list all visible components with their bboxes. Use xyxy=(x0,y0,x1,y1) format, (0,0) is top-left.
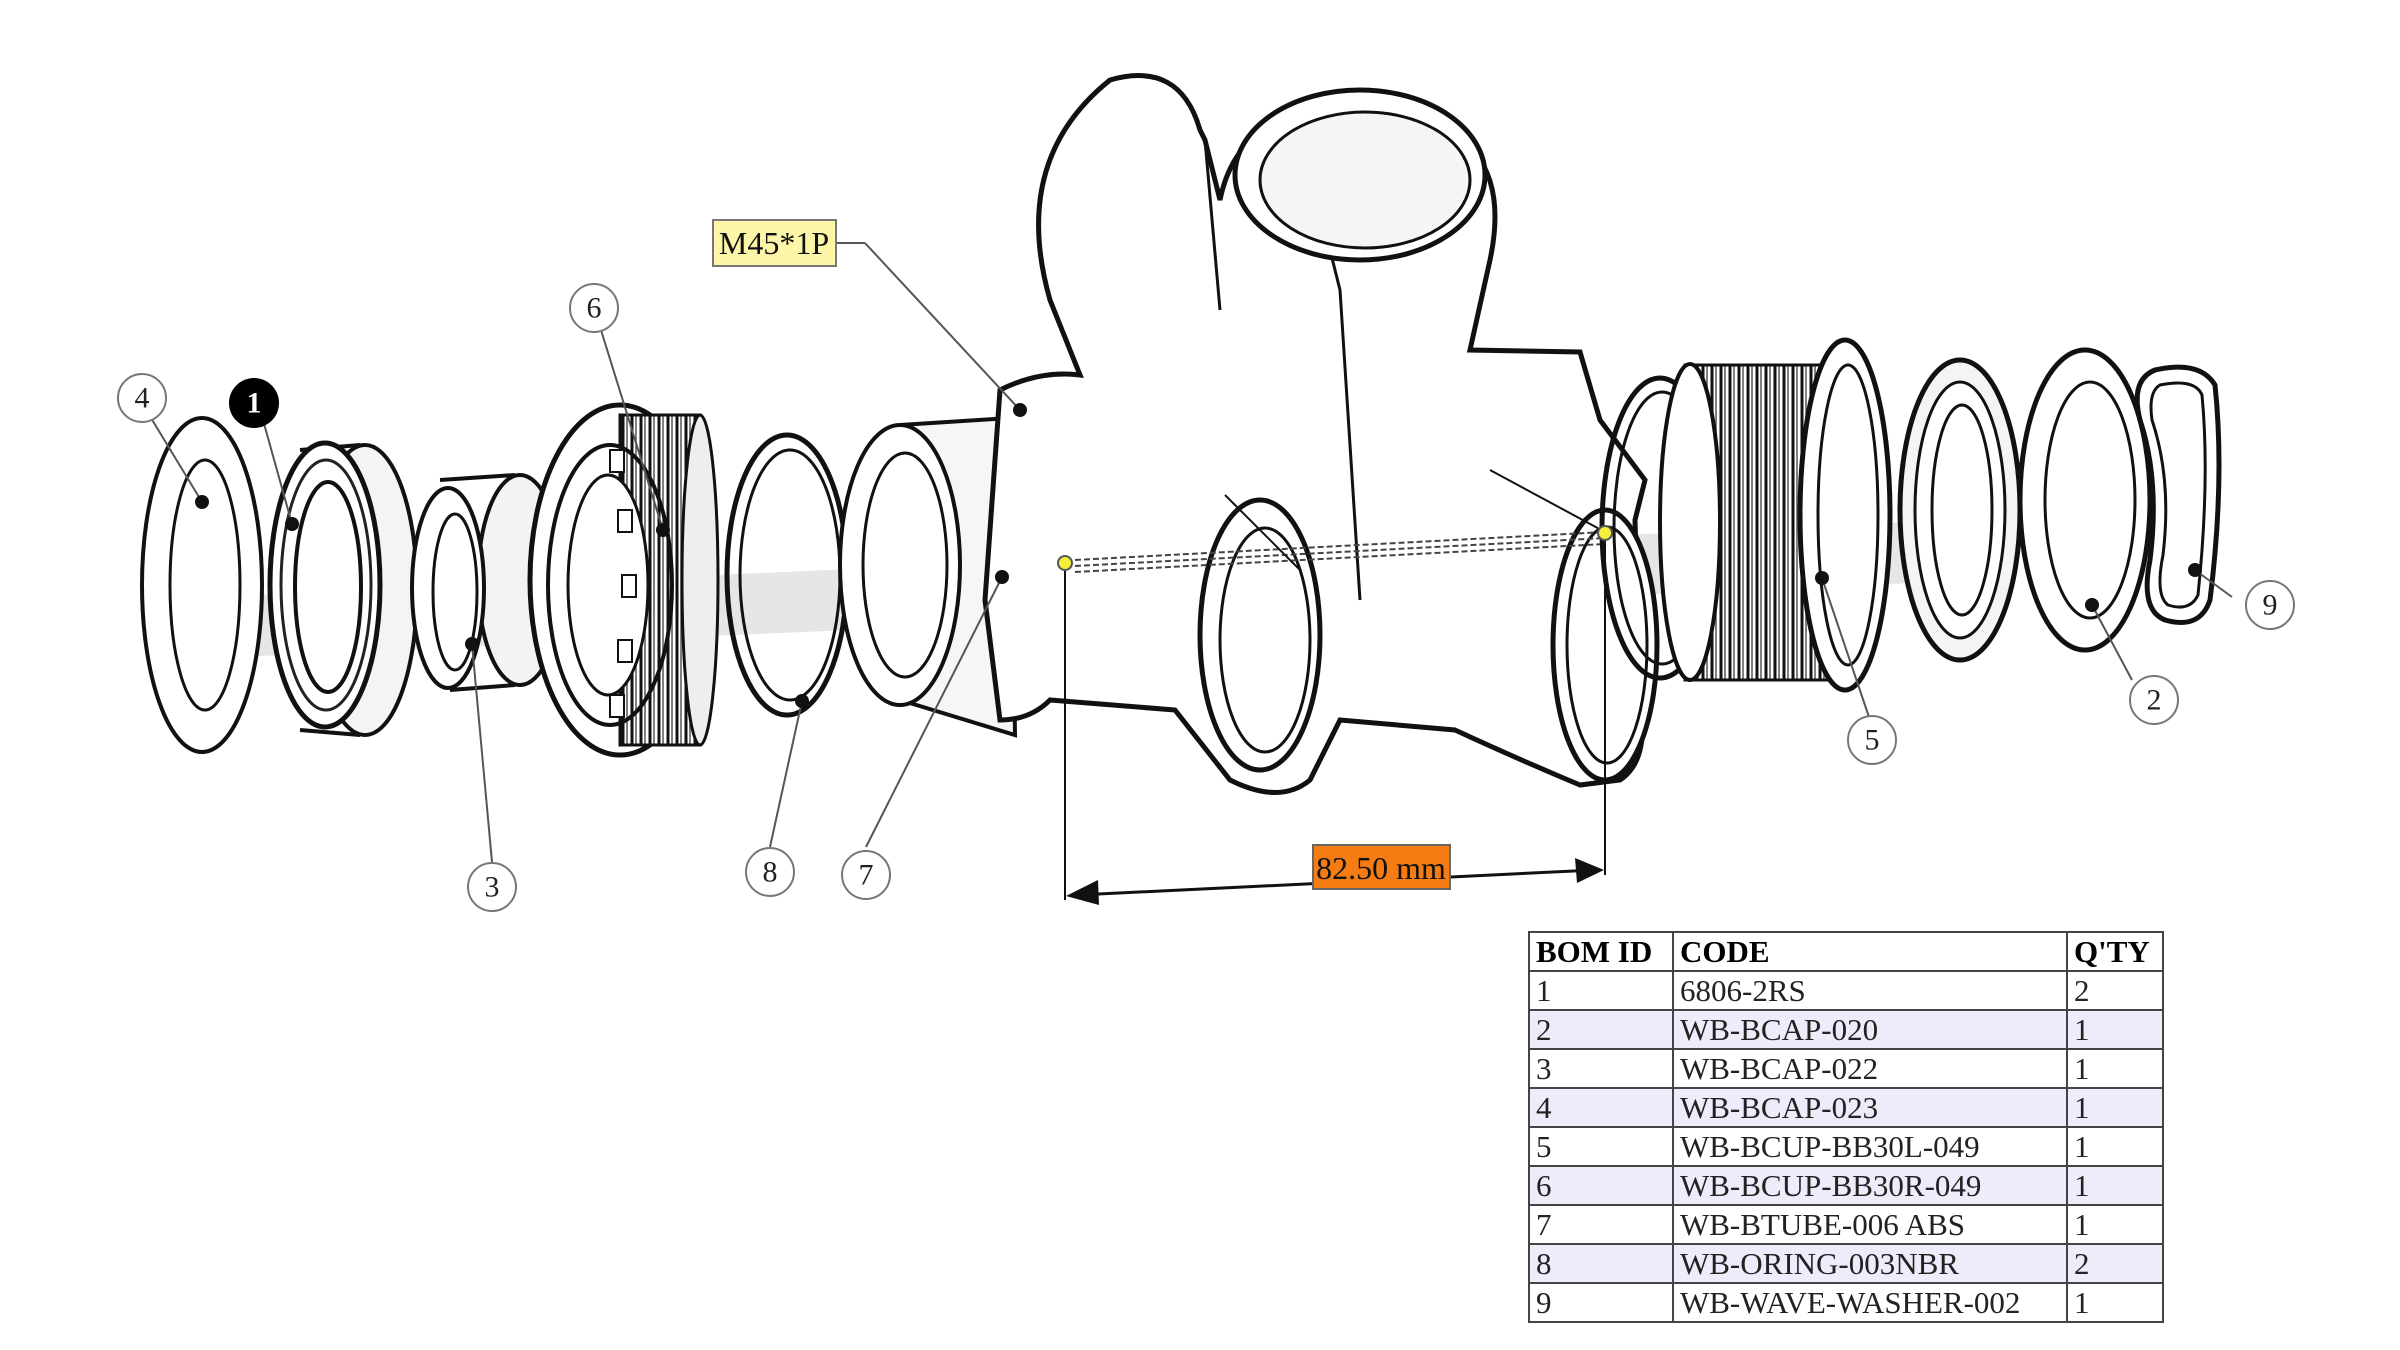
dimension-tag: 82.50 mm xyxy=(1312,844,1451,890)
bom-header-qty: Q'TY xyxy=(2066,931,2164,972)
bom-cell-code: WB-BCUP-BB30L-049 xyxy=(1672,1126,2068,1167)
bom-row: 9 WB-WAVE-WASHER-002 1 xyxy=(1528,1282,2164,1323)
part-5-threaded-cup xyxy=(1658,337,1893,693)
bom-cell-id: 3 xyxy=(1528,1048,1674,1089)
bom-cell-id: 6 xyxy=(1528,1165,1674,1206)
bom-header-code: CODE xyxy=(1672,931,2068,972)
bom-cell-qty: 1 xyxy=(2066,1204,2164,1245)
bom-row: 1 6806-2RS 2 xyxy=(1528,970,2164,1011)
callout-3-label: 3 xyxy=(485,871,500,904)
callout-1-label: 1 xyxy=(247,387,262,420)
callout-7-label: 7 xyxy=(859,859,874,892)
bom-cell-qty: 1 xyxy=(2066,1126,2164,1167)
bom-cell-id: 1 xyxy=(1528,970,1674,1011)
thread-tag-label: M45*1P xyxy=(719,225,829,261)
bom-cell-qty: 2 xyxy=(2066,970,2164,1011)
bom-cell-qty: 1 xyxy=(2066,1087,2164,1128)
bom-cell-qty: 1 xyxy=(2066,1165,2164,1206)
callout-9-label: 9 xyxy=(2263,589,2278,622)
bom-cell-qty: 2 xyxy=(2066,1243,2164,1284)
bom-row: 7 WB-BTUBE-006 ABS 1 xyxy=(1528,1204,2164,1245)
part-4-washer xyxy=(140,416,264,754)
bom-header-id: BOM ID xyxy=(1528,931,1674,972)
bom-cell-qty: 1 xyxy=(2066,1282,2164,1323)
bom-cell-code: WB-BCUP-BB30R-049 xyxy=(1672,1165,2068,1206)
bom-table: BOM ID CODE Q'TY 1 6806-2RS 2 2 WB-BCAP-… xyxy=(1528,931,2164,1323)
dimension-tag-label: 82.50 mm xyxy=(1316,850,1446,886)
bom-cell-code: WB-BCAP-020 xyxy=(1672,1009,2068,1050)
callout-leaders xyxy=(150,329,2233,863)
thread-tag: M45*1P xyxy=(712,219,1027,417)
bom-cell-id: 7 xyxy=(1528,1204,1674,1245)
bom-row: 5 WB-BCUP-BB30L-049 1 xyxy=(1528,1126,2164,1167)
bom-cell-id: 4 xyxy=(1528,1087,1674,1128)
bom-row: 4 WB-BCAP-023 1 xyxy=(1528,1087,2164,1128)
callout-5: 5 xyxy=(1847,715,1897,765)
callout-6: 6 xyxy=(569,283,619,333)
bom-cell-code: 6806-2RS xyxy=(1672,970,2068,1011)
bom-cell-code: WB-BCAP-023 xyxy=(1672,1087,2068,1128)
callout-5-label: 5 xyxy=(1865,724,1880,757)
bom-cell-code: WB-BCAP-022 xyxy=(1672,1048,2068,1089)
callout-2-label: 2 xyxy=(2147,684,2162,717)
bom-cell-id: 9 xyxy=(1528,1282,1674,1323)
callout-1: 1 xyxy=(229,378,279,428)
bom-cell-code: WB-ORING-003NBR xyxy=(1672,1243,2068,1284)
frame-shell xyxy=(982,73,1660,795)
bom-row: 2 WB-BCAP-020 1 xyxy=(1528,1009,2164,1050)
bom-cell-code: WB-BTUBE-006 ABS xyxy=(1672,1204,2068,1245)
callout-7: 7 xyxy=(841,850,891,900)
part-9-wave-washer xyxy=(2134,364,2222,625)
part-6-threaded-cup xyxy=(527,402,720,758)
part-1-bearing-right xyxy=(1897,357,2023,663)
callout-4-label: 4 xyxy=(135,382,150,415)
part-7-tube xyxy=(838,415,1018,738)
bom-cell-qty: 1 xyxy=(2066,1009,2164,1050)
bom-cell-id: 5 xyxy=(1528,1126,1674,1167)
callout-2: 2 xyxy=(2129,675,2179,725)
bom-row: 8 WB-ORING-003NBR 2 xyxy=(1528,1243,2164,1284)
callout-8-label: 8 xyxy=(763,856,778,889)
bom-cell-code: WB-WAVE-WASHER-002 xyxy=(1672,1282,2068,1323)
part-2-cap xyxy=(2017,347,2153,653)
bom-cell-qty: 1 xyxy=(2066,1048,2164,1089)
part-1-bearing xyxy=(267,440,419,737)
callout-6-label: 6 xyxy=(587,292,602,325)
bom-row: 3 WB-BCAP-022 1 xyxy=(1528,1048,2164,1089)
dimension-point-right xyxy=(1597,525,1613,541)
callout-8: 8 xyxy=(745,847,795,897)
bom-header-row: BOM ID CODE Q'TY xyxy=(1528,931,2164,972)
callout-9: 9 xyxy=(2245,580,2295,630)
callout-4: 4 xyxy=(117,373,167,423)
bom-cell-id: 2 xyxy=(1528,1009,1674,1050)
callout-3: 3 xyxy=(467,862,517,912)
bom-cell-id: 8 xyxy=(1528,1243,1674,1284)
dimension-point-left xyxy=(1057,555,1073,571)
bom-row: 6 WB-BCUP-BB30R-049 1 xyxy=(1528,1165,2164,1206)
callout-leader-dots xyxy=(195,495,2202,708)
